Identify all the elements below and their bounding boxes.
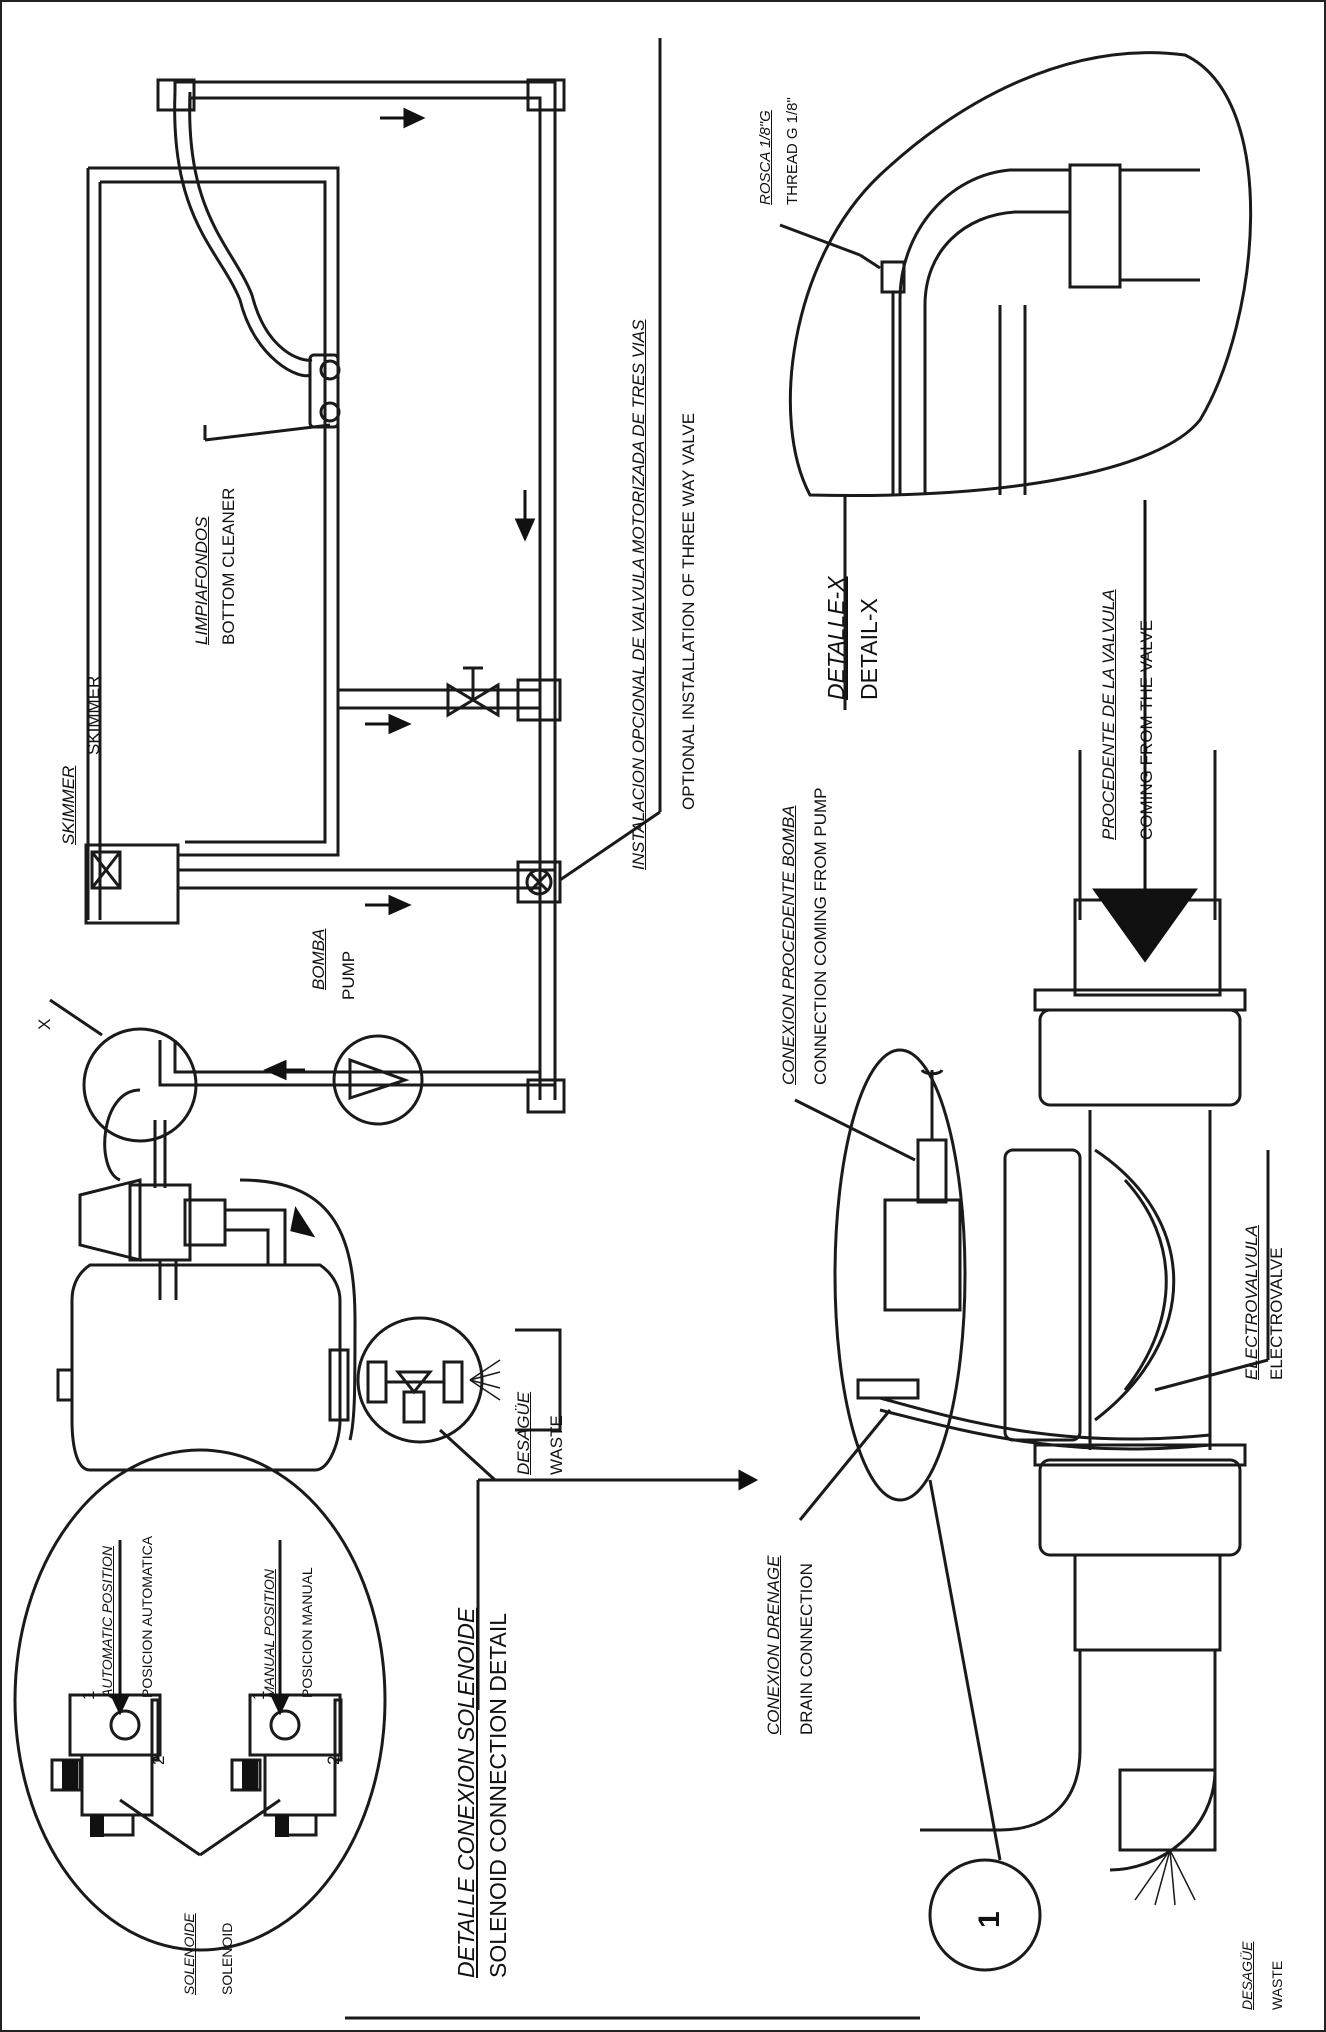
electrovalve-body bbox=[1003, 750, 1247, 1652]
coming-from-valve-en: COMING FROM THE VALVE bbox=[1137, 619, 1156, 840]
flow-arrow-icon bbox=[365, 894, 412, 916]
waste-elbow bbox=[920, 1650, 1217, 1872]
valve-label-en: OPTIONAL INSTALLATION OF THREE WAY VALVE bbox=[679, 412, 698, 810]
waste-label-1-es: DESAGÜE bbox=[514, 1391, 533, 1475]
detail-number-label: 1 bbox=[973, 1911, 1006, 1928]
solenoide-label-en: SOLENOID bbox=[219, 1922, 235, 1995]
waste-label-2-es: DESAGÜE bbox=[1239, 1941, 1255, 2010]
large-flow-arrow-icon bbox=[1092, 500, 1198, 963]
flow-arrow-icon bbox=[738, 1469, 759, 1491]
solenoid-circle bbox=[356, 1316, 484, 1444]
pin-2-automatic: 2 bbox=[149, 1755, 168, 1765]
solenoid-small bbox=[366, 1360, 464, 1424]
pump-connection-label-es: CONEXION PROCEDENTE BOMBA bbox=[779, 805, 798, 1085]
flow-arrow-icon bbox=[365, 713, 412, 735]
pin-1-manual: 1 bbox=[249, 1690, 268, 1700]
valve-label-es: INSTALACION OPCIONAL DE VALVULA MOTORIZA… bbox=[629, 319, 648, 870]
detail-x-pipe bbox=[880, 163, 1200, 495]
cleaner-label-es: LIMPIAFONDOS bbox=[192, 516, 211, 645]
detail-x-title-en: DETAIL-X bbox=[856, 598, 882, 700]
pump-label-en: PUMP bbox=[339, 950, 358, 1000]
skimmer-label-en: SKIMMER bbox=[84, 675, 103, 755]
thread-label-en: THREAD G 1/8" bbox=[784, 97, 801, 205]
thread-label-es: ROSCA 1/8"G bbox=[757, 110, 774, 205]
drain-connection-label-en: DRAIN CONNECTION bbox=[797, 1563, 816, 1735]
detail-x-circle bbox=[82, 1027, 198, 1143]
multiport-valve bbox=[78, 1120, 287, 1300]
posicion-automatica-label: POSICION AUTOMATICA bbox=[139, 1535, 155, 1698]
waste-label-2-en: WASTE bbox=[1269, 1960, 1285, 2010]
x-mark-label: X bbox=[35, 1018, 54, 1030]
coming-from-valve-es: PROCEDENTE DE LA VALVULA bbox=[1099, 589, 1118, 840]
solenoide-label-es: SOLENOIDE bbox=[181, 1913, 197, 1995]
solenoid-detail-title-en: SOLENOID CONNECTION DETAIL bbox=[485, 1612, 511, 1978]
waste-label-1-en: WASTE bbox=[547, 1415, 566, 1475]
detail-x-title-es: DETALLE-X bbox=[823, 576, 849, 700]
automatic-position-label: AUTOMATIC POSITION bbox=[99, 1546, 115, 1698]
solenoid-detail-title-es: DETALLE CONEXION SOLENOIDE bbox=[453, 1607, 479, 1978]
pump-label-es: BOMBA bbox=[309, 928, 328, 990]
flow-arrow-icon bbox=[109, 1650, 131, 1716]
filter-tank bbox=[56, 1263, 350, 1472]
return-pipe bbox=[156, 78, 566, 1114]
manual-position-label: MANUAL POSITION bbox=[261, 1569, 277, 1698]
pin-1-automatic: 1 bbox=[79, 1690, 98, 1700]
gate-valve bbox=[446, 666, 500, 718]
pool-tank bbox=[86, 166, 340, 920]
flow-arrow-icon bbox=[290, 1206, 316, 1238]
electrovalve-label-es: ELECTROVALVULA bbox=[1242, 1225, 1261, 1380]
flow-arrow-icon bbox=[380, 107, 426, 129]
electrovalve-solenoid bbox=[833, 1048, 1211, 1502]
drain-connection-label-es: CONEXION DRENAGE bbox=[764, 1555, 783, 1735]
skimmer bbox=[84, 843, 180, 925]
pin-2-manual: 2 bbox=[324, 1755, 343, 1765]
flow-arrow-icon bbox=[269, 1650, 291, 1716]
detail-number-circle bbox=[928, 1858, 1042, 1972]
flow-arrow-icon bbox=[263, 1059, 305, 1081]
posicion-manual-label: POSICION MANUAL bbox=[299, 1567, 315, 1698]
cleaner-label-en: BOTTOM CLEANER bbox=[219, 487, 238, 645]
solenoid-detail-ellipse bbox=[13, 1448, 387, 1952]
electrovalve-label-en: ELECTROVALVE bbox=[1267, 1247, 1286, 1380]
pump bbox=[332, 1034, 424, 1126]
detail-x-outline bbox=[788, 51, 1253, 497]
waste-bucket-1 bbox=[515, 1328, 562, 1432]
flow-arrow-icon bbox=[514, 490, 536, 542]
pump-connection-label-en: CONNECTION COMING FROM PUMP bbox=[811, 787, 830, 1086]
cleaner-hose bbox=[173, 91, 311, 378]
skimmer-label-es: SKIMMER bbox=[59, 765, 78, 845]
